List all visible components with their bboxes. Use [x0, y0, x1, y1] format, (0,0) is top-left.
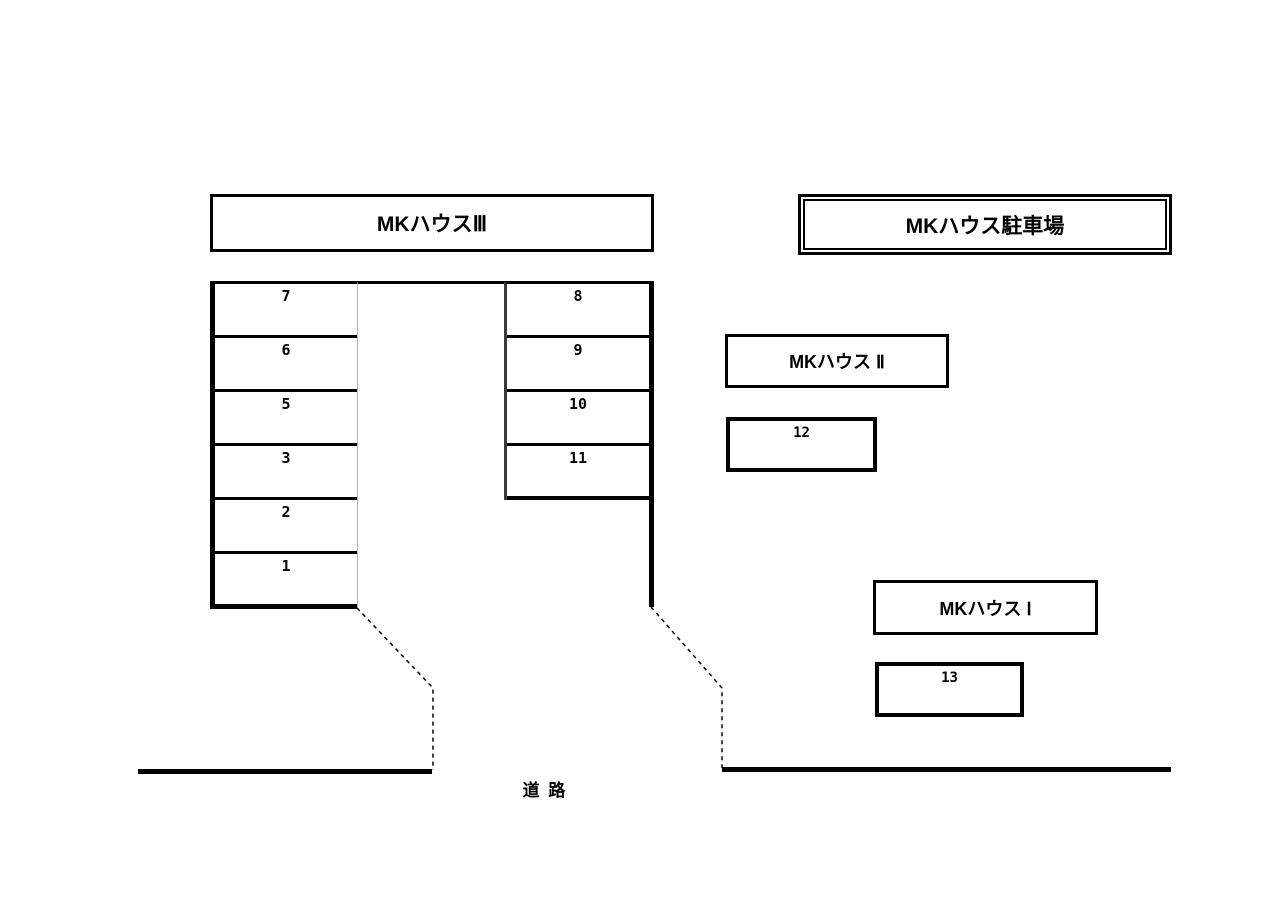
stall-13-number: 13: [941, 670, 958, 686]
boundary-dashed-line-right: [650, 606, 723, 768]
stall-10: 10: [507, 392, 649, 446]
stall-3: 3: [215, 446, 357, 500]
stall-1-number: 1: [281, 557, 291, 575]
stall-5: 5: [215, 392, 357, 446]
stall-5-number: 5: [281, 395, 291, 413]
stall-12: 12: [726, 417, 877, 472]
stall-7: 7: [215, 284, 357, 338]
stall-9: 9: [507, 338, 649, 392]
stall-7-number: 7: [281, 287, 291, 305]
building-3-title-box: MKハウスⅢ: [210, 194, 654, 252]
stall-1: 1: [215, 554, 357, 609]
stall-6-number: 6: [281, 341, 291, 359]
building-1-title-box: MKハウス Ⅰ: [873, 580, 1098, 635]
stall-12-number: 12: [793, 425, 810, 441]
road-edge-line-right: [722, 767, 1171, 772]
building-2-title-box: MKハウス Ⅱ: [725, 334, 949, 388]
road-edge-line-left: [138, 769, 432, 774]
building-3-left-stall-column: 7 6 5 3 2 1: [210, 281, 358, 609]
stall-8-number: 8: [573, 287, 583, 305]
parking-lot-title-inner-frame: MKハウス駐車場: [803, 199, 1167, 250]
stall-10-number: 10: [568, 395, 588, 413]
stall-9-number: 9: [573, 341, 583, 359]
stall-2-number: 2: [281, 503, 291, 521]
stall-2: 2: [215, 500, 357, 554]
building-2-title: MKハウス Ⅱ: [789, 352, 885, 372]
stall-6: 6: [215, 338, 357, 392]
building-1-title: MKハウス Ⅰ: [939, 598, 1032, 619]
building-3-top-edge-line: [358, 281, 504, 284]
building-3-middle-stall-column: 8 9 10 11: [504, 281, 654, 500]
stall-13: 13: [875, 662, 1024, 717]
boundary-dashed-line-left: [356, 607, 434, 770]
stall-11: 11: [507, 446, 649, 500]
stall-3-number: 3: [281, 449, 291, 467]
stall-11-number: 11: [568, 449, 588, 467]
stall-8: 8: [507, 284, 649, 338]
parking-lot-title-box: MKハウス駐車場: [798, 194, 1172, 255]
building-3-right-wall-line: [649, 498, 654, 607]
road-label: 道 路: [522, 781, 568, 800]
building-3-title: MKハウスⅢ: [376, 213, 488, 236]
parking-lot-title: MKハウス駐車場: [905, 214, 1065, 238]
